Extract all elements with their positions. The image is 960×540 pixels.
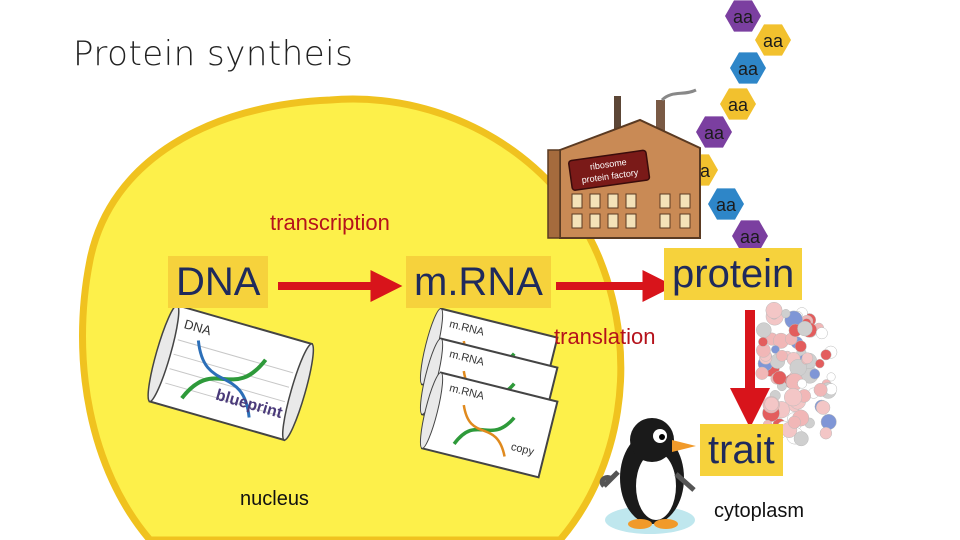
protein-atom: [787, 415, 801, 429]
amino-acid-hexagon: [732, 220, 768, 252]
factory-window: [607, 193, 619, 209]
amino-acid-label: aa: [740, 227, 761, 247]
protein-atom: [784, 388, 803, 407]
protein-atom: [781, 309, 791, 319]
page-title: Protein syntheis: [73, 34, 354, 74]
protein-atom: [758, 337, 768, 347]
protein-atom: [813, 382, 828, 397]
protein-atom: [756, 322, 772, 338]
protein-atom: [764, 396, 779, 412]
mrna-copy-word: copy: [510, 441, 536, 458]
factory-sign: ribosome protein factory: [568, 149, 651, 191]
factory-window: [659, 213, 671, 229]
protein-atom: [772, 370, 787, 385]
protein-atom: [755, 366, 769, 380]
protein-atom: [801, 352, 814, 364]
factory-window: [625, 193, 637, 209]
blueprint-header: DNA: [182, 316, 213, 338]
factory-chimney: [614, 96, 621, 144]
factory-window: [589, 213, 601, 229]
wrench-icon: [674, 472, 696, 492]
amino-acid-hexagon: [725, 0, 761, 32]
amino-acid-label: aa: [728, 95, 749, 115]
protein-atom: [815, 400, 831, 415]
protein-atom: [819, 427, 833, 440]
factory-window: [589, 193, 601, 209]
amino-acid-hexagon: [720, 88, 756, 120]
protein-atom: [820, 349, 832, 361]
term-dna: DNA: [168, 256, 269, 308]
amino-acid-label: aa: [738, 59, 759, 79]
dna-blueprint-scroll: DNA blueprint: [147, 304, 315, 442]
factory-window: [625, 213, 637, 229]
label-transcription: transcription: [270, 210, 390, 235]
amino-acid-label: aa: [763, 31, 784, 51]
protein-atom: [820, 413, 837, 430]
label-nucleus: nucleus: [240, 488, 309, 510]
amino-acid-hexagon: [708, 188, 744, 220]
term-trait: trait: [700, 424, 783, 476]
factory-window: [679, 193, 691, 209]
label-cytoplasm: cytoplasm: [714, 500, 805, 522]
amino-acid-label: aa: [704, 123, 725, 143]
protein-atom: [826, 372, 836, 382]
smoke: [660, 88, 697, 102]
term-mrna: m.RNA: [406, 256, 551, 308]
term-protein: protein: [664, 248, 803, 300]
amino-acid-label: aa: [716, 195, 737, 215]
amino-acid-hexagon: [696, 116, 732, 148]
factory-window: [679, 213, 691, 229]
protein-atom: [765, 301, 783, 319]
penguin-beak: [672, 440, 696, 452]
protein-atom: [771, 345, 780, 354]
factory-window: [607, 213, 619, 229]
protein-atom: [809, 368, 821, 380]
penguin-mascot-illustration: [599, 418, 696, 534]
protein-atom: [797, 320, 813, 337]
amino-acid-label: aa: [733, 7, 754, 27]
protein-atom: [815, 358, 825, 369]
factory-window: [571, 213, 583, 229]
factory-windows: [571, 193, 691, 229]
wrench-icon: [599, 470, 620, 488]
protein-atom: [797, 378, 807, 389]
protein-atom: [793, 431, 809, 447]
protein-atom: [776, 349, 788, 362]
factory-wall: [547, 149, 561, 239]
label-translation: translation: [554, 324, 656, 349]
factory-window: [571, 193, 583, 209]
ribosome-factory-illustration: ribosome protein factory: [547, 88, 701, 239]
factory-window: [659, 193, 671, 209]
protein-atom: [794, 340, 807, 353]
amino-acid-chain: aaaaaaaaaaaaaaaa: [682, 0, 791, 252]
protein-atom: [815, 327, 828, 340]
amino-acid-hexagon: [755, 24, 791, 56]
amino-acid-hexagon: [730, 52, 766, 84]
